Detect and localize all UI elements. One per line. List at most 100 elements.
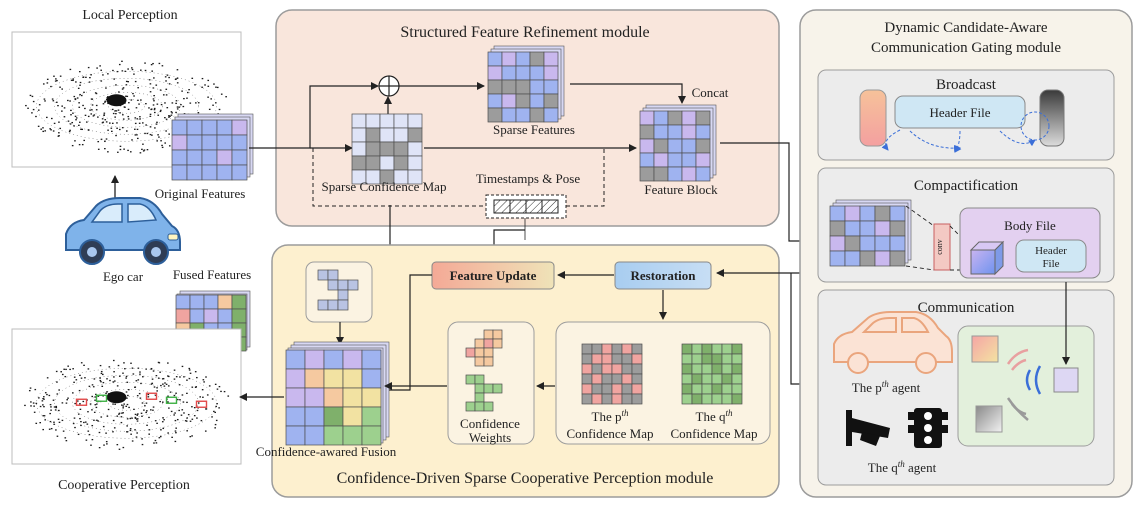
point xyxy=(223,390,226,393)
point xyxy=(50,406,52,408)
p-confidence-map-cell xyxy=(591,343,603,355)
surveillance-camera-icon xyxy=(846,410,890,446)
q-confidence-map-cell xyxy=(681,353,693,365)
point xyxy=(142,143,144,145)
point xyxy=(52,100,55,102)
confidence-aware-fusion-cell xyxy=(304,368,325,389)
point xyxy=(93,378,96,380)
p-confidence-map-cell xyxy=(631,393,643,405)
confidence-weights-cell xyxy=(483,383,494,394)
original-features-cell xyxy=(216,164,233,181)
feature-block-cell xyxy=(653,166,669,182)
fusion-label: Confidence-awared Fusion xyxy=(256,444,397,459)
sparse-confidence-map-cell xyxy=(365,141,381,157)
point xyxy=(38,104,41,106)
point xyxy=(49,403,52,406)
sparse-features-cell xyxy=(529,79,545,95)
point xyxy=(132,92,134,95)
point xyxy=(71,121,74,124)
point xyxy=(140,99,142,101)
original-features-cell xyxy=(186,149,203,166)
point xyxy=(73,95,76,98)
point xyxy=(94,404,97,406)
point xyxy=(216,86,219,89)
point xyxy=(176,108,179,110)
feature-update-button[interactable]: Feature Update xyxy=(431,261,555,290)
fused-features-cell xyxy=(231,294,247,310)
point xyxy=(215,405,217,408)
point xyxy=(151,378,154,380)
point xyxy=(204,430,207,432)
restoration-button[interactable]: Restoration xyxy=(614,261,712,290)
point xyxy=(121,127,124,129)
point xyxy=(218,108,221,111)
point xyxy=(139,371,141,373)
receiver-packet xyxy=(1053,367,1079,393)
point xyxy=(220,390,222,393)
point xyxy=(214,427,216,429)
point xyxy=(65,368,67,371)
point xyxy=(113,78,116,80)
point xyxy=(195,102,197,104)
point xyxy=(189,102,192,104)
point xyxy=(161,378,164,380)
point xyxy=(225,96,227,98)
point xyxy=(175,111,177,114)
point xyxy=(136,420,139,422)
point xyxy=(104,101,106,103)
q-confidence-map-cell xyxy=(701,363,713,375)
sparse-features-cell xyxy=(487,93,503,109)
point xyxy=(94,399,96,401)
feature-block-cell xyxy=(695,124,711,140)
point xyxy=(123,362,125,364)
confidence-weights-cell xyxy=(474,392,485,403)
point xyxy=(112,419,115,422)
point xyxy=(117,364,120,367)
point xyxy=(105,392,107,394)
point xyxy=(126,418,129,420)
point xyxy=(100,80,103,82)
point xyxy=(155,442,158,444)
point xyxy=(215,102,217,104)
point xyxy=(83,364,85,366)
p-confidence-map-cell xyxy=(581,383,593,395)
point xyxy=(77,433,80,436)
point xyxy=(166,107,169,109)
point xyxy=(173,369,176,371)
point xyxy=(116,70,119,73)
point xyxy=(79,374,81,377)
point xyxy=(107,96,109,98)
update-to-fusion-connector xyxy=(381,274,432,394)
feature-block-label: Feature Block xyxy=(644,182,718,197)
point xyxy=(145,103,147,105)
point xyxy=(76,97,79,99)
sparse-features-cell xyxy=(501,93,517,109)
point xyxy=(83,421,85,424)
point xyxy=(210,98,212,100)
point xyxy=(126,425,128,427)
point xyxy=(205,408,208,410)
point xyxy=(34,388,37,391)
point xyxy=(122,118,125,120)
point xyxy=(91,409,93,411)
point xyxy=(152,370,155,372)
point xyxy=(186,97,188,99)
point xyxy=(42,404,44,406)
point xyxy=(126,403,129,406)
point xyxy=(143,409,145,411)
compactification-cell xyxy=(859,220,876,237)
point xyxy=(78,102,80,104)
point xyxy=(213,83,215,85)
point xyxy=(33,411,36,413)
confidence-aware-fusion-cell xyxy=(361,406,382,427)
cooperative-perception-label: Cooperative Perception xyxy=(58,478,190,493)
point xyxy=(101,118,104,120)
feature-block-cell xyxy=(681,138,697,154)
q-agent-label: The qth agent xyxy=(868,459,937,475)
point xyxy=(168,145,171,147)
confidence-weights-cell xyxy=(474,356,485,367)
p-confidence-map-cell xyxy=(631,353,643,365)
compactification-cell xyxy=(844,250,861,267)
confidence-aware-fusion-grid xyxy=(285,341,390,446)
point xyxy=(74,115,77,117)
